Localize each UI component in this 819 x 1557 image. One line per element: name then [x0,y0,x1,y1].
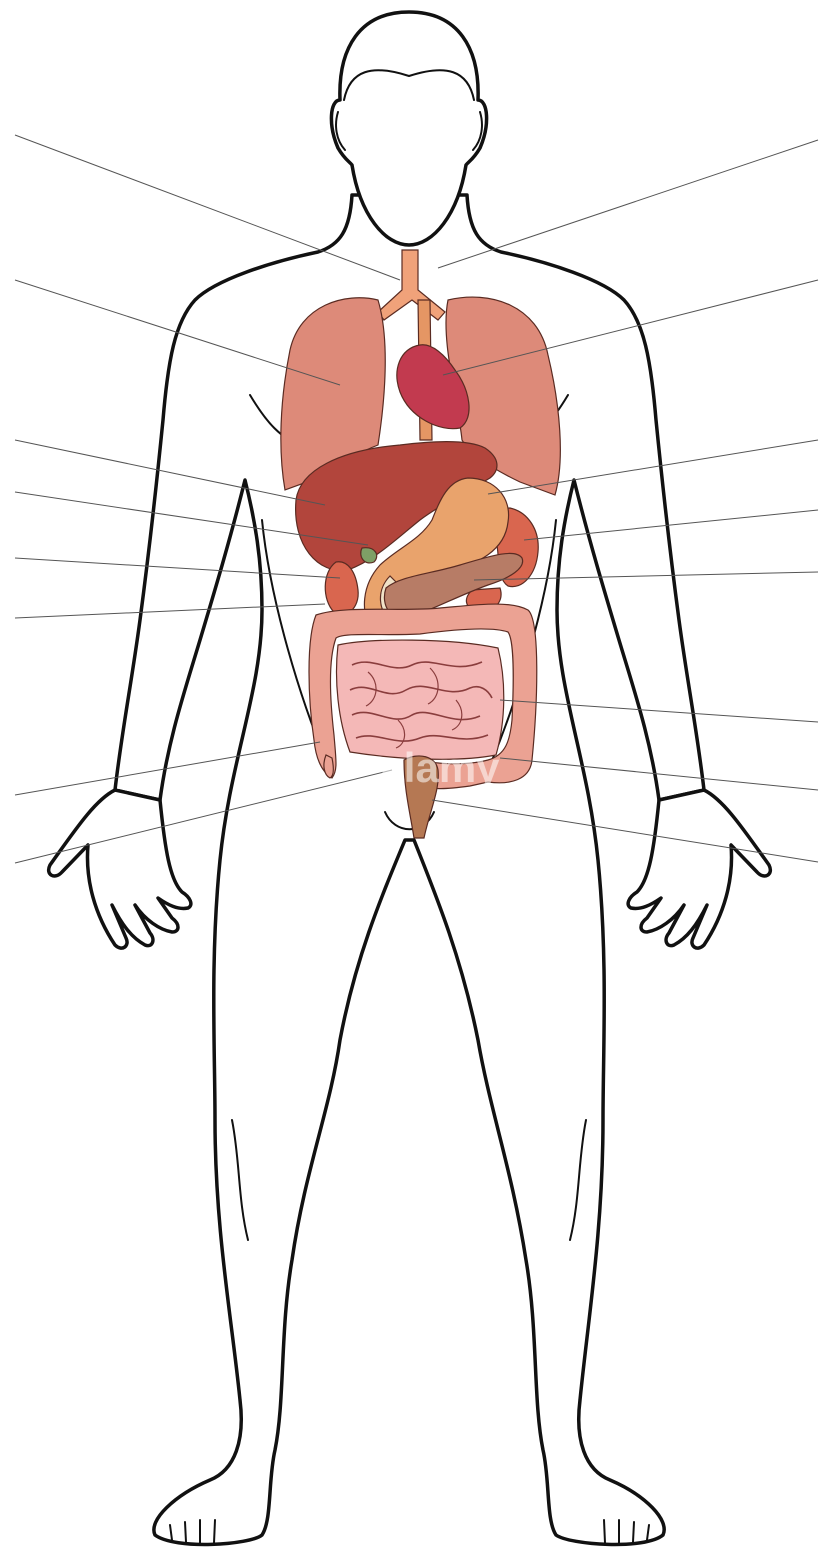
gallbladder-icon [361,548,377,563]
left-hand [49,790,191,948]
watermark: alamy [380,744,500,791]
right-hand [628,790,770,948]
small-intestine-icon [337,640,504,759]
leader-line-right-1 [438,140,818,268]
